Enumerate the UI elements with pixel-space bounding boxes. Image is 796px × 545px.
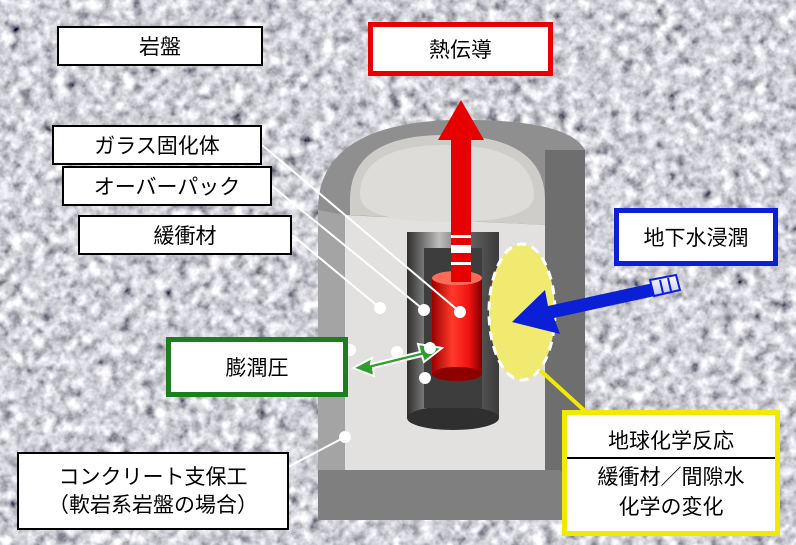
buffer-porewater-text: 緩衝材／間隙水	[597, 465, 745, 489]
vitrified-waste-glass	[432, 271, 482, 381]
buffer-label: 緩衝材	[78, 215, 292, 255]
overpack-label: オーバーパック	[62, 166, 272, 206]
swelling-pressure-arrow	[350, 342, 445, 378]
concrete-support-line1: コンクリート支保工	[58, 464, 248, 489]
geochemical-reaction-label: 地球化学反応 緩衝材／間隙水 化学の変化	[562, 410, 780, 536]
groundwater-infiltration-label: 地下水浸潤	[614, 208, 778, 266]
heat-conduction-label: 熱伝導	[368, 22, 553, 76]
heat-conduction-arrow	[438, 100, 484, 282]
leader-lines	[261, 144, 588, 469]
concrete-support-label: コンクリート支保工 （軟岩系岩盤の場合）	[17, 452, 289, 530]
geochemical-reaction-title: 地球化学反応	[608, 429, 734, 453]
bedrock-label: 岩盤	[57, 26, 263, 66]
swelling-pressure-label: 膨潤圧	[166, 337, 348, 397]
geochemical-divider	[567, 457, 775, 459]
chemistry-change-text: 化学の変化	[618, 495, 724, 519]
vitrified-waste-label: ガラス固化体	[52, 125, 262, 165]
concrete-support-line2: （軟岩系岩盤の場合）	[48, 493, 258, 517]
groundwater-arrow	[512, 273, 682, 334]
